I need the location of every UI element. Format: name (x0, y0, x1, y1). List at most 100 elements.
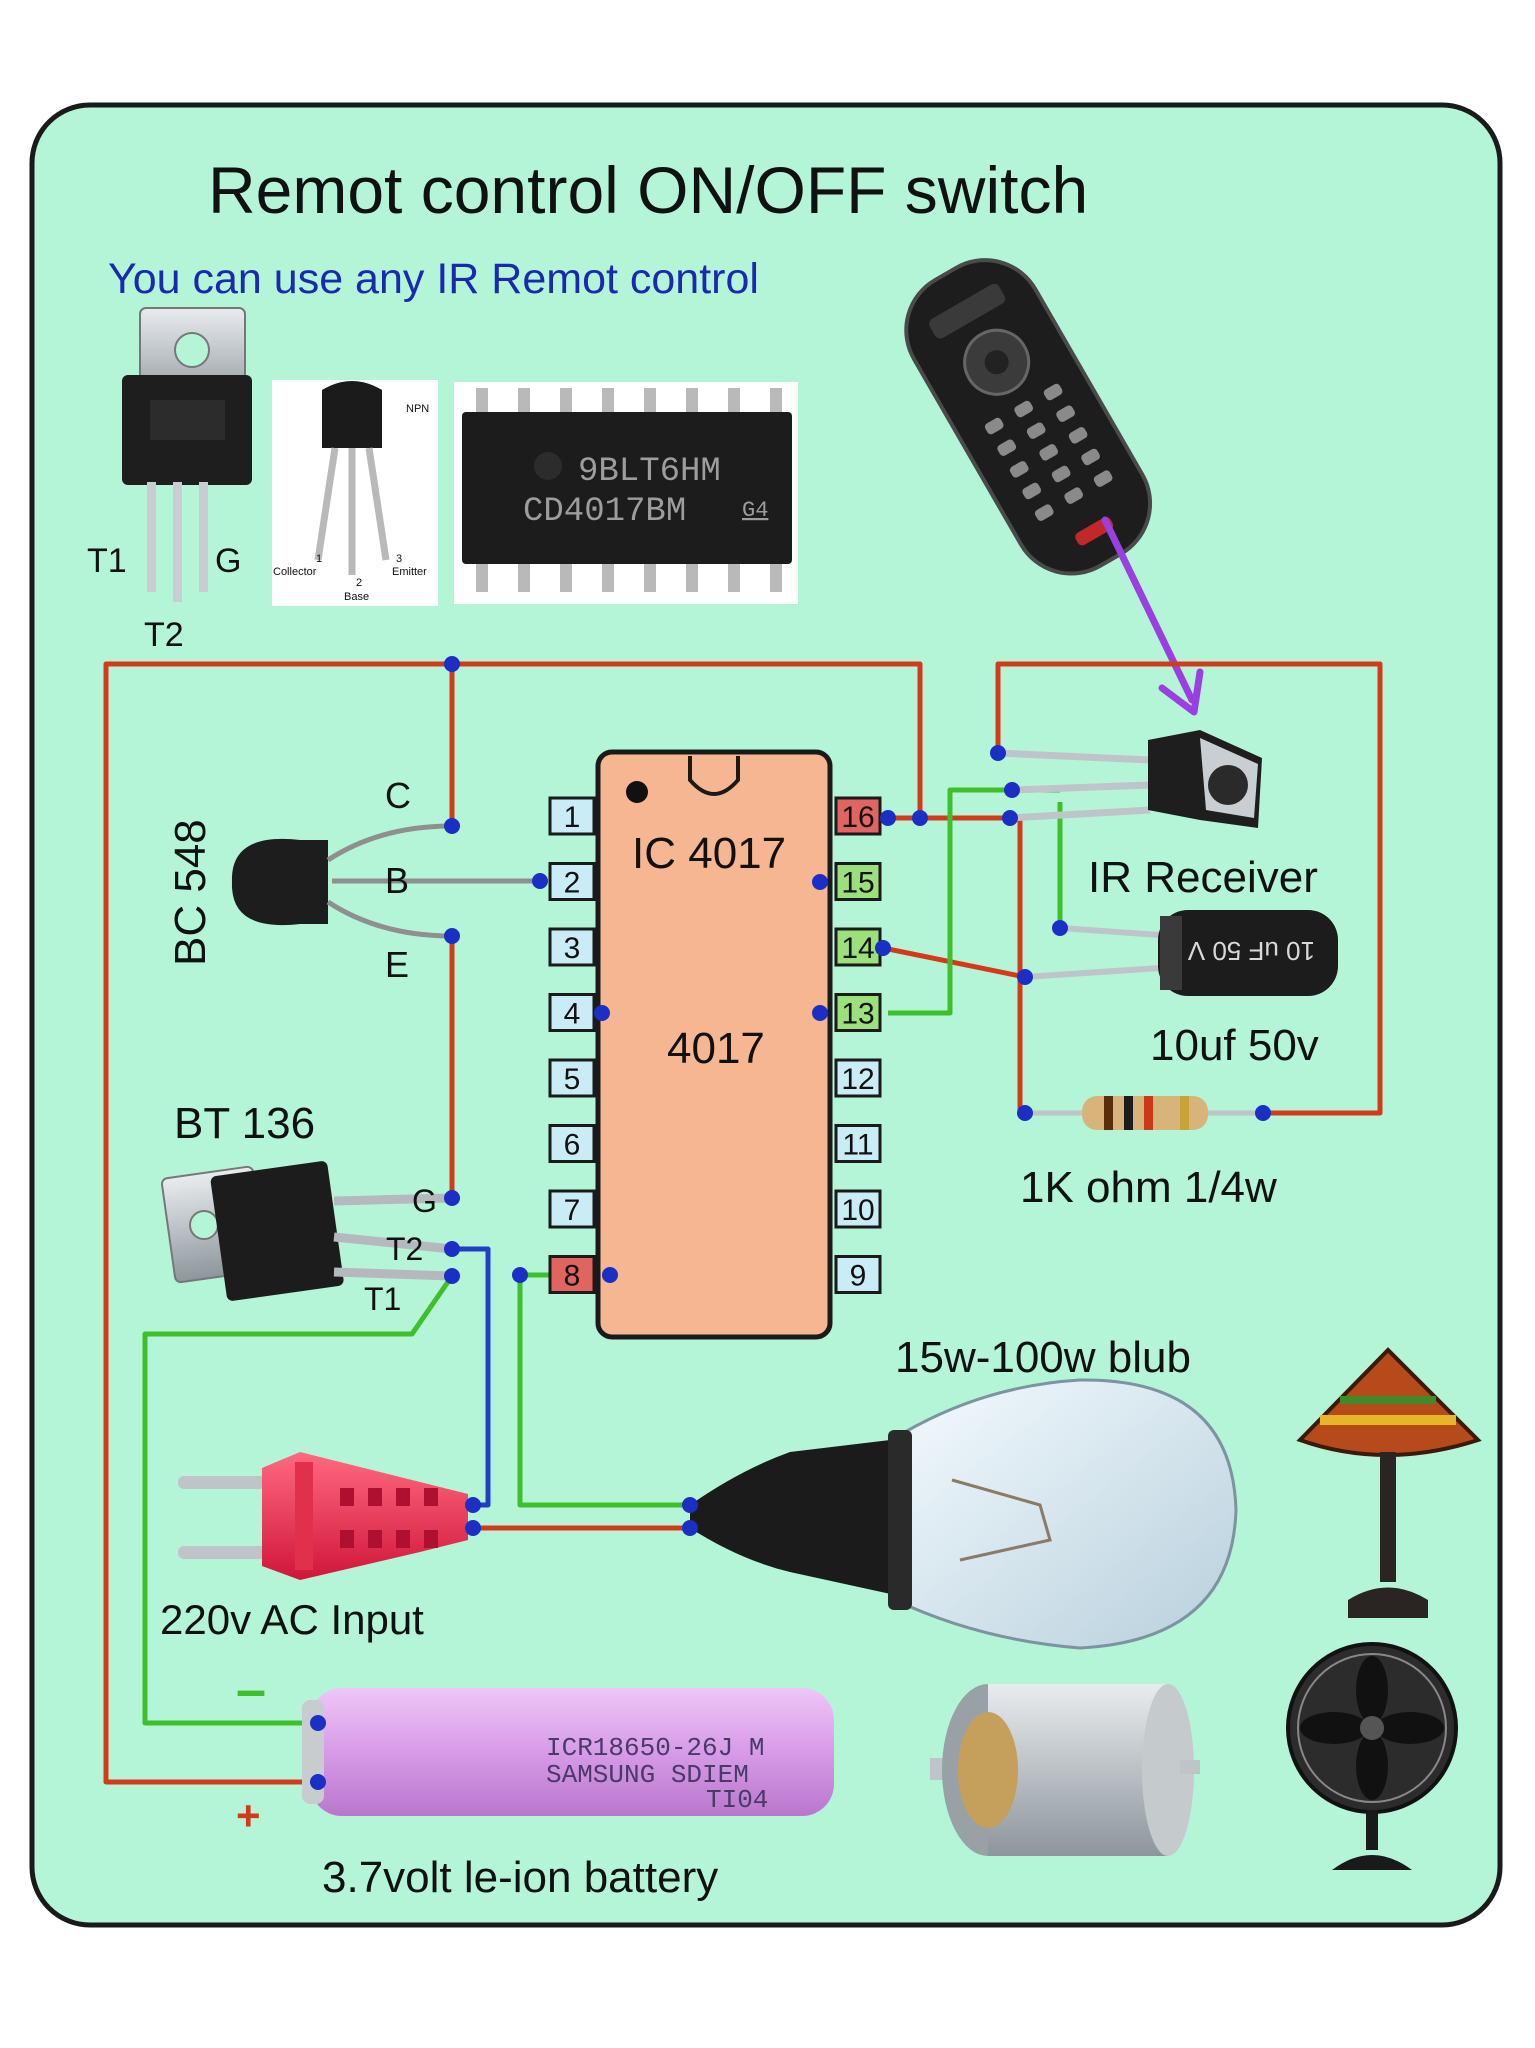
battery-label: 3.7volt le-ion battery (322, 1853, 718, 1902)
wire-junction-dot (1004, 782, 1020, 798)
battery-print-line1: ICR18650-26J M (546, 1733, 764, 1763)
transistor-photo-n1: 1 (316, 553, 322, 565)
transistor-photo (272, 380, 438, 606)
ic-pin-label-1: 1 (564, 801, 581, 834)
bt136-triac (160, 1161, 453, 1301)
triac-photo-g: G (215, 542, 241, 580)
bc548-pin-b: B (385, 860, 409, 901)
ic-pin-2: 2 (548, 862, 596, 901)
wire-junction-dot (444, 1241, 460, 1257)
wire-junction-dot (444, 1268, 460, 1284)
ic-pin-4: 4 (548, 993, 596, 1032)
triac-photo-t1: T1 (87, 542, 127, 580)
wire-junction-dot (1255, 1105, 1271, 1121)
ic-pin-label-13: 13 (841, 998, 874, 1031)
ic-pin-9: 9 (834, 1255, 882, 1294)
bc548-pin-e: E (385, 944, 409, 985)
lamp-icon (1296, 1347, 1482, 1618)
motor-icon (930, 1684, 1200, 1856)
ic-pin-label-9: 9 (850, 1260, 867, 1293)
ic-label: IC 4017 (632, 829, 786, 878)
wire-junction-dot (594, 1005, 610, 1021)
chip-photo-line2: CD4017BM (523, 493, 686, 531)
ir-receiver-label: IR Receiver (1088, 853, 1318, 902)
page-title: Remot control ON/OFF switch (208, 153, 1088, 227)
ic-pin-label-7: 7 (564, 1194, 581, 1227)
bt136-label: BT 136 (174, 1099, 315, 1148)
battery-minus: – (236, 1660, 266, 1720)
transistor-photo-emitter: Emitter (392, 566, 427, 578)
ic-pin-11: 11 (834, 1124, 882, 1163)
ic-pin-13: 13 (834, 993, 882, 1032)
ac-plug (178, 1452, 468, 1580)
fan-icon (1286, 1642, 1458, 1870)
chip-photo-pin (518, 388, 530, 414)
bt136-pin-g: G (412, 1183, 437, 1219)
ic-pin1-dot (626, 781, 648, 803)
remote-control-icon (904, 258, 1153, 576)
ic-pin-label-8: 8 (564, 1260, 581, 1293)
wire-junction-dot (444, 1190, 460, 1206)
wire-junction-dot (1002, 810, 1018, 826)
wire-junction-dot (602, 1267, 618, 1283)
wire-junction-dot (880, 810, 896, 826)
ic-pin-3: 3 (548, 927, 596, 967)
chip-photo-pin (686, 562, 698, 592)
ic-pin-label-11: 11 (842, 1129, 873, 1162)
chip-photo-pin (770, 562, 782, 592)
ic-pin-label-3: 3 (564, 932, 581, 965)
transistor-photo-collector: Collector (273, 566, 317, 578)
wire-junction-dot (912, 810, 928, 826)
wire-junction-dot (444, 818, 460, 834)
wire-junction-dot (875, 940, 891, 956)
ic-pin-label-5: 5 (564, 1063, 581, 1096)
capacitor-marking: 10 uF 50 V (1187, 936, 1315, 966)
ic-notch (688, 756, 740, 796)
wire-junction-dot (465, 1520, 481, 1536)
bc548-label: BC 548 (166, 819, 215, 966)
chip-photo-pin (518, 562, 530, 592)
ic-pin-5: 5 (548, 1058, 596, 1098)
bt136-pin-t1: T1 (364, 1281, 401, 1317)
bc548-transistor (231, 823, 453, 939)
chip-photo-pin (476, 388, 488, 414)
battery: ICR18650-26J M SAMSUNG SDIEM TI04 (302, 1688, 834, 1816)
ic-body (595, 749, 833, 1340)
ic-pin-15: 15 (834, 862, 882, 901)
ic-pin-6: 6 (548, 1124, 596, 1163)
wire-junction-dot (1017, 969, 1033, 985)
ic-pin-10: 10 (834, 1189, 882, 1229)
chip-photo-line1: 9BLT6HM (578, 453, 721, 491)
chip-photo: 9BLT6HM CD4017BM G4 (454, 382, 798, 604)
ic-4017: IC 4017 4017 1 16 2 15 3 14 4 13 5 12 6 11 7 10 8 9 (548, 749, 882, 1340)
ic-pin-label-16: 16 (841, 801, 874, 834)
bc548-pin-c: C (385, 775, 411, 816)
ic-pin-label-4: 4 (564, 998, 581, 1031)
ic-pin-1: 1 (548, 796, 596, 836)
wire-junction-dot (512, 1267, 528, 1283)
wire-junction-dot (682, 1497, 698, 1513)
transistor-photo-tag: NPN (406, 403, 429, 415)
bt136-pin-t2: T2 (386, 1231, 423, 1267)
ic-pin-label-2: 2 (564, 867, 581, 900)
ic-pin-label-10: 10 (841, 1194, 874, 1227)
ic-pin-label-15: 15 (841, 867, 874, 900)
wire-junction-dot (444, 656, 460, 672)
wire-junction-dot (532, 873, 548, 889)
wire-junction-dot (990, 745, 1006, 761)
transistor-photo-n3: 3 (396, 553, 402, 565)
capacitor-label: 10uf 50v (1150, 1021, 1319, 1070)
chip-photo-pin (728, 388, 740, 414)
junctions (310, 656, 1271, 1790)
ic-pin-16: 16 (834, 796, 882, 836)
ic-pin-14: 14 (834, 927, 882, 967)
ic-label-secondary: 4017 (667, 1024, 765, 1073)
ic-pin-7: 7 (548, 1189, 596, 1229)
wire-junction-dot (465, 1497, 481, 1513)
chip-photo-pin (728, 562, 740, 592)
ic-pin-12: 12 (834, 1058, 882, 1098)
chip-photo-pin (560, 562, 572, 592)
wire-junction-dot (310, 1774, 326, 1790)
triac-photo-t2: T2 (144, 616, 184, 654)
